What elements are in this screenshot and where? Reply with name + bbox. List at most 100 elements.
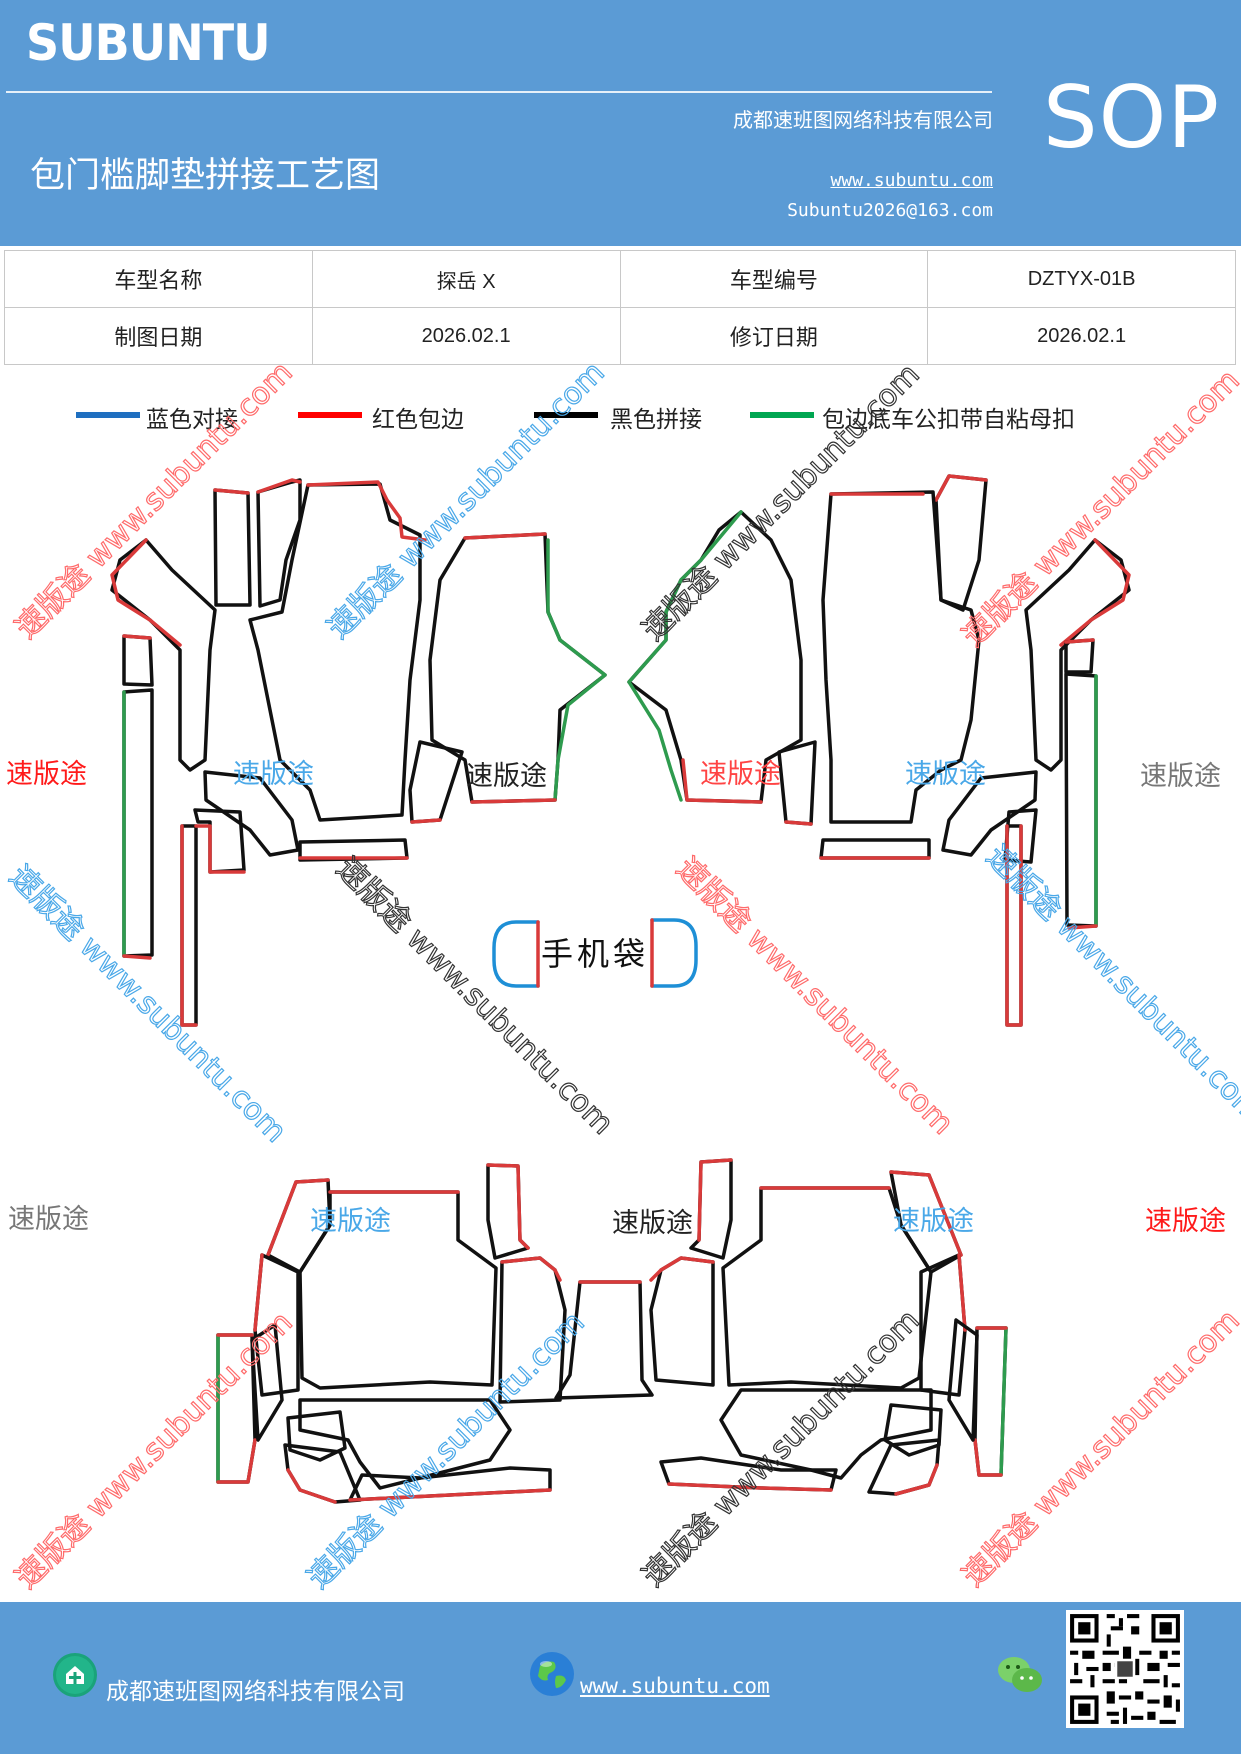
value-model-name: 探岳 X [311, 250, 621, 308]
mat-piece [256, 478, 302, 608]
brand-watermarks: 速版途 速版途 速版途 速版途 速版途 速版途 速版途 速版途 速版途 速版途 … [6, 759, 1226, 1239]
mat-edge [784, 820, 813, 826]
watermark-url: 速版途 www.subuntu.com [979, 839, 1241, 1130]
mat-edge [180, 824, 246, 1027]
mat-edge [649, 1256, 715, 1282]
mat-edge [253, 1253, 264, 1332]
mat-piece [298, 1190, 498, 1390]
mat-piece [689, 1158, 733, 1260]
phone-bag-right-tab [650, 918, 698, 988]
legend-item-black: 黑色拼接 [534, 400, 734, 440]
mat-piece [298, 1398, 512, 1490]
mat-edge [216, 1333, 257, 1484]
watermark-url: 速版途 www.subuntu.com [636, 357, 927, 648]
mat-edge [110, 538, 182, 647]
mat-edge [463, 532, 547, 540]
legend-swatch-blue [76, 412, 140, 418]
mat-piece [248, 482, 422, 822]
value-model-code: DZTYX-01B [927, 250, 1236, 308]
mat-edge [627, 510, 743, 802]
watermark-url: 速版途 www.subuntu.com [329, 851, 620, 1142]
mat-edge [256, 478, 302, 494]
watermark-brand: 速版途 [6, 759, 87, 790]
mat-piece [203, 770, 300, 857]
label-model-code: 车型编号 [619, 250, 929, 308]
legend-swatch-black [534, 412, 598, 418]
header-divider [6, 91, 992, 93]
mat-edge [266, 1178, 330, 1257]
table-row: 车型名称 探岳 X 车型编号 DZTYX-01B [4, 250, 1236, 308]
globe-icon [530, 1652, 574, 1696]
watermark-brand: 速版途 [8, 1204, 89, 1235]
mat-piece [122, 688, 154, 958]
mat-edge [500, 1256, 562, 1282]
label-draw-date: 制图日期 [4, 307, 313, 365]
qr-code[interactable] [1066, 1610, 1184, 1728]
footer-website-link[interactable]: www.subuntu.com [580, 1674, 770, 1698]
watermark-url: 速版途 www.subuntu.com [2, 859, 293, 1150]
mat-edge [122, 634, 152, 640]
mat-edge [486, 1163, 530, 1250]
header-banner [0, 0, 1241, 246]
legend-item-red: 红色包边 [298, 400, 498, 440]
url-watermarks-falling: 速版途 www.subuntu.com 速版途 www.subuntu.com … [2, 838, 1241, 1150]
watermark-brand: 速版途 [310, 1206, 391, 1237]
mat-piece [777, 740, 817, 826]
header-company: 成都速班图网络科技有限公司 [733, 108, 993, 132]
header-email[interactable]: Subuntu2026@163.com [787, 200, 993, 221]
mat-edge [410, 818, 442, 824]
value-revise-date: 2026.02.1 [927, 307, 1236, 365]
mat-edge [681, 758, 763, 804]
mat-edge [122, 954, 152, 960]
sop-label: SOP [1043, 68, 1221, 168]
mat-edge [889, 1170, 963, 1257]
mat-edge [1067, 924, 1098, 930]
mat-piece [721, 1186, 933, 1390]
mat-piece [919, 1253, 967, 1397]
watermark-brand: 速版途 [893, 1206, 974, 1237]
mat-piece [180, 824, 198, 1027]
header-website-link[interactable]: www.subuntu.com [830, 170, 993, 191]
mat-group-front-right [627, 474, 1131, 1027]
phone-bag-left-tab [492, 920, 540, 988]
info-table: 车型名称 探岳 X 车型编号 DZTYX-01B 制图日期 2026.02.1 … [4, 250, 1236, 365]
legend-item-green: 包边底车公扣带自粘母扣 [750, 400, 1130, 440]
mat-piece [1064, 672, 1098, 928]
watermark-url: 速版途 www.subuntu.com [669, 851, 960, 1142]
mat-edge [667, 1482, 833, 1492]
mat-edge [973, 1326, 1008, 1477]
mat-piece [947, 1318, 979, 1442]
mat-edge [546, 538, 607, 802]
watermark-brand: 速版途 [1145, 1206, 1226, 1237]
mat-piece [213, 488, 252, 607]
url-watermarks-rising: 速版途 www.subuntu.com 速版途 www.subuntu.com … [8, 354, 1241, 1596]
watermark-brand: 速版途 [700, 759, 781, 790]
value-draw-date: 2026.02.1 [311, 307, 621, 365]
watermark-brand: 速版途 [612, 1208, 693, 1239]
mat-piece [110, 538, 217, 772]
legend-swatch-green [750, 412, 814, 418]
watermark-url: 速版途 www.subuntu.com [9, 355, 300, 646]
mat-edge [697, 1158, 733, 1242]
table-row: 制图日期 2026.02.1 修订日期 2026.02.1 [4, 307, 1236, 365]
mat-group-rear-right [649, 1158, 1008, 1496]
mat-edge [306, 480, 427, 542]
label-revise-date: 修订日期 [619, 307, 929, 365]
watermark-url: 速版途 www.subuntu.com [636, 1303, 927, 1594]
brand-logo: SUBUNTU [26, 14, 271, 72]
mat-edge [286, 1468, 337, 1504]
watermark-brand: 速版途 [905, 759, 986, 790]
mat-piece [1064, 638, 1095, 674]
wechat-icon[interactable] [996, 1654, 1044, 1696]
mat-edge [1064, 638, 1095, 644]
watermark-brand: 速版途 [466, 761, 547, 792]
watermark-url: 速版途 www.subuntu.com [956, 363, 1241, 654]
phone-bag [492, 918, 698, 988]
mat-piece [934, 474, 988, 612]
mat-edge [999, 1326, 1008, 1477]
legend-label-red: 红色包边 [372, 407, 464, 433]
phone-bag-label: 手机袋 [541, 935, 649, 973]
mat-edge [1005, 824, 1023, 1027]
mat-piece [250, 1323, 284, 1442]
